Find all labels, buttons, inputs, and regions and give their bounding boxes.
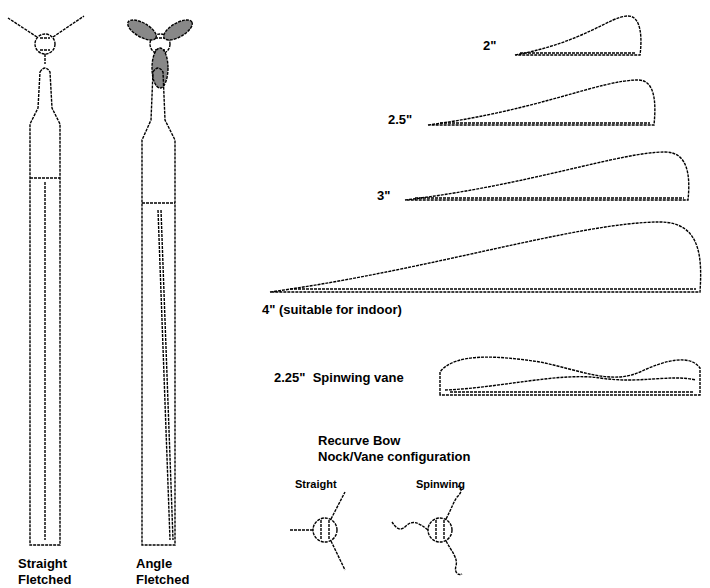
fletch-label: Angle Fletched [136, 556, 200, 587]
size-label: 3" [377, 188, 390, 204]
vane-4in [270, 222, 701, 292]
angle-end-view [125, 16, 196, 88]
config-label: Straight [295, 478, 337, 491]
vane-3in [405, 152, 689, 200]
straight-shaft [30, 68, 60, 545]
angle-shaft [142, 68, 175, 545]
fletch-label: Straight Fletched [18, 556, 82, 587]
size-label: 2.5" [388, 112, 412, 128]
size-label: 4" (suitable for indoor) [262, 302, 402, 318]
vane-2in [515, 16, 641, 55]
straight-nock-config [290, 492, 345, 570]
section-heading: Nock/Vane configuration [318, 449, 470, 465]
config-label: Spinwing [416, 478, 465, 491]
spinwing-nock-config [392, 486, 462, 575]
vane-2-5in [428, 80, 655, 125]
size-label: 2.25" Spinwing vane [274, 370, 404, 386]
spinwing-vane [440, 357, 700, 395]
size-label: 2" [483, 38, 496, 54]
straight-end-view [8, 16, 84, 64]
section-heading: Recurve Bow [318, 433, 400, 449]
